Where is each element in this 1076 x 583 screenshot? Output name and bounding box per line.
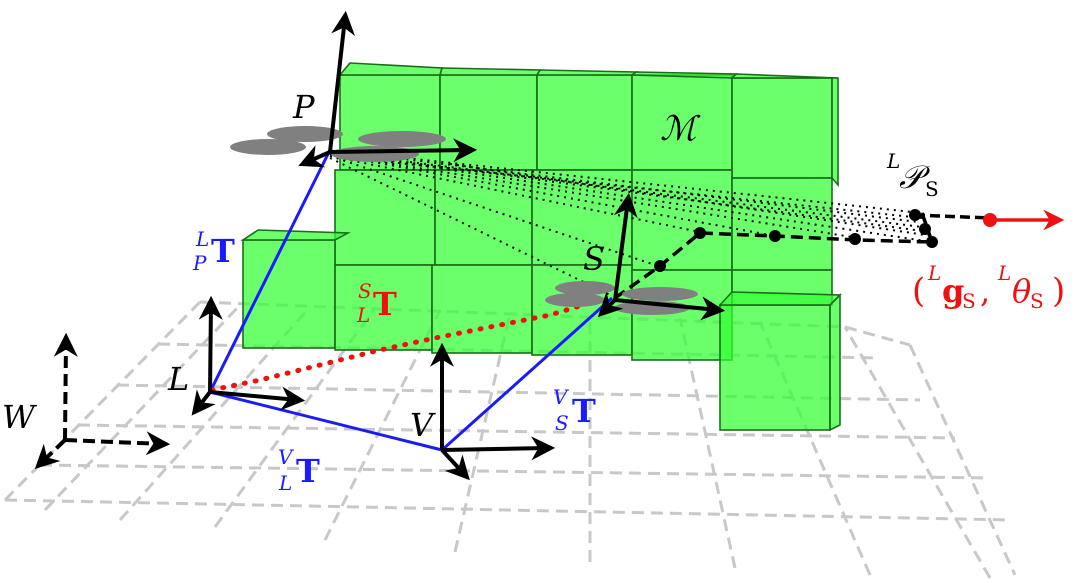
svg-text:L: L [997,261,1011,285]
svg-text:g: g [942,272,964,310]
svg-text:L: L [356,303,370,327]
axes-p [298,10,478,168]
transform-label-l-s: S L T [356,279,397,327]
svg-text:S: S [962,289,976,313]
goal-arrow [983,209,1065,231]
svg-text:): ) [1052,271,1065,311]
svg-text:S: S [555,411,569,435]
svg-text:L: L [278,471,292,495]
drone-p [230,126,446,162]
svg-text:S: S [358,279,372,303]
transform-label-l-v: V L T [278,445,320,495]
frame-label-s: S [583,240,605,278]
transform-label-s-v: V S T [553,385,596,435]
svg-text:T: T [373,285,397,323]
axes-l [191,295,306,416]
transform-label-p-l: L P T [192,227,235,275]
frame-label-w: W [2,398,38,436]
svg-text:θ: θ [1012,272,1031,310]
map-label: ℳ [660,109,701,149]
svg-text:V: V [553,385,570,409]
svg-text:T: T [211,232,235,270]
svg-text:L: L [195,227,209,251]
svg-text:V: V [278,445,295,469]
svg-text:L: L [886,149,900,173]
frame-label-l: L [167,360,189,398]
path-points [654,209,938,272]
svg-text:,: , [980,272,990,310]
axes-s [597,192,726,321]
axes-w [34,332,171,469]
svg-text:S: S [1030,289,1044,313]
axes-v [430,342,556,481]
frame-label-v: V [410,406,436,444]
svg-text:L: L [927,261,941,285]
svg-text:P: P [192,251,207,275]
svg-text:(: ( [912,271,925,311]
view-rays [329,149,933,296]
svg-text:S: S [925,177,939,201]
pointset-label: L 𝒫 S [886,149,939,201]
svg-text:T: T [296,452,320,490]
transform-lines [208,149,613,452]
goal-label: ( L g S , L θ S ) [912,261,1065,313]
svg-text:T: T [572,392,596,430]
frame-label-p: P [292,88,315,126]
